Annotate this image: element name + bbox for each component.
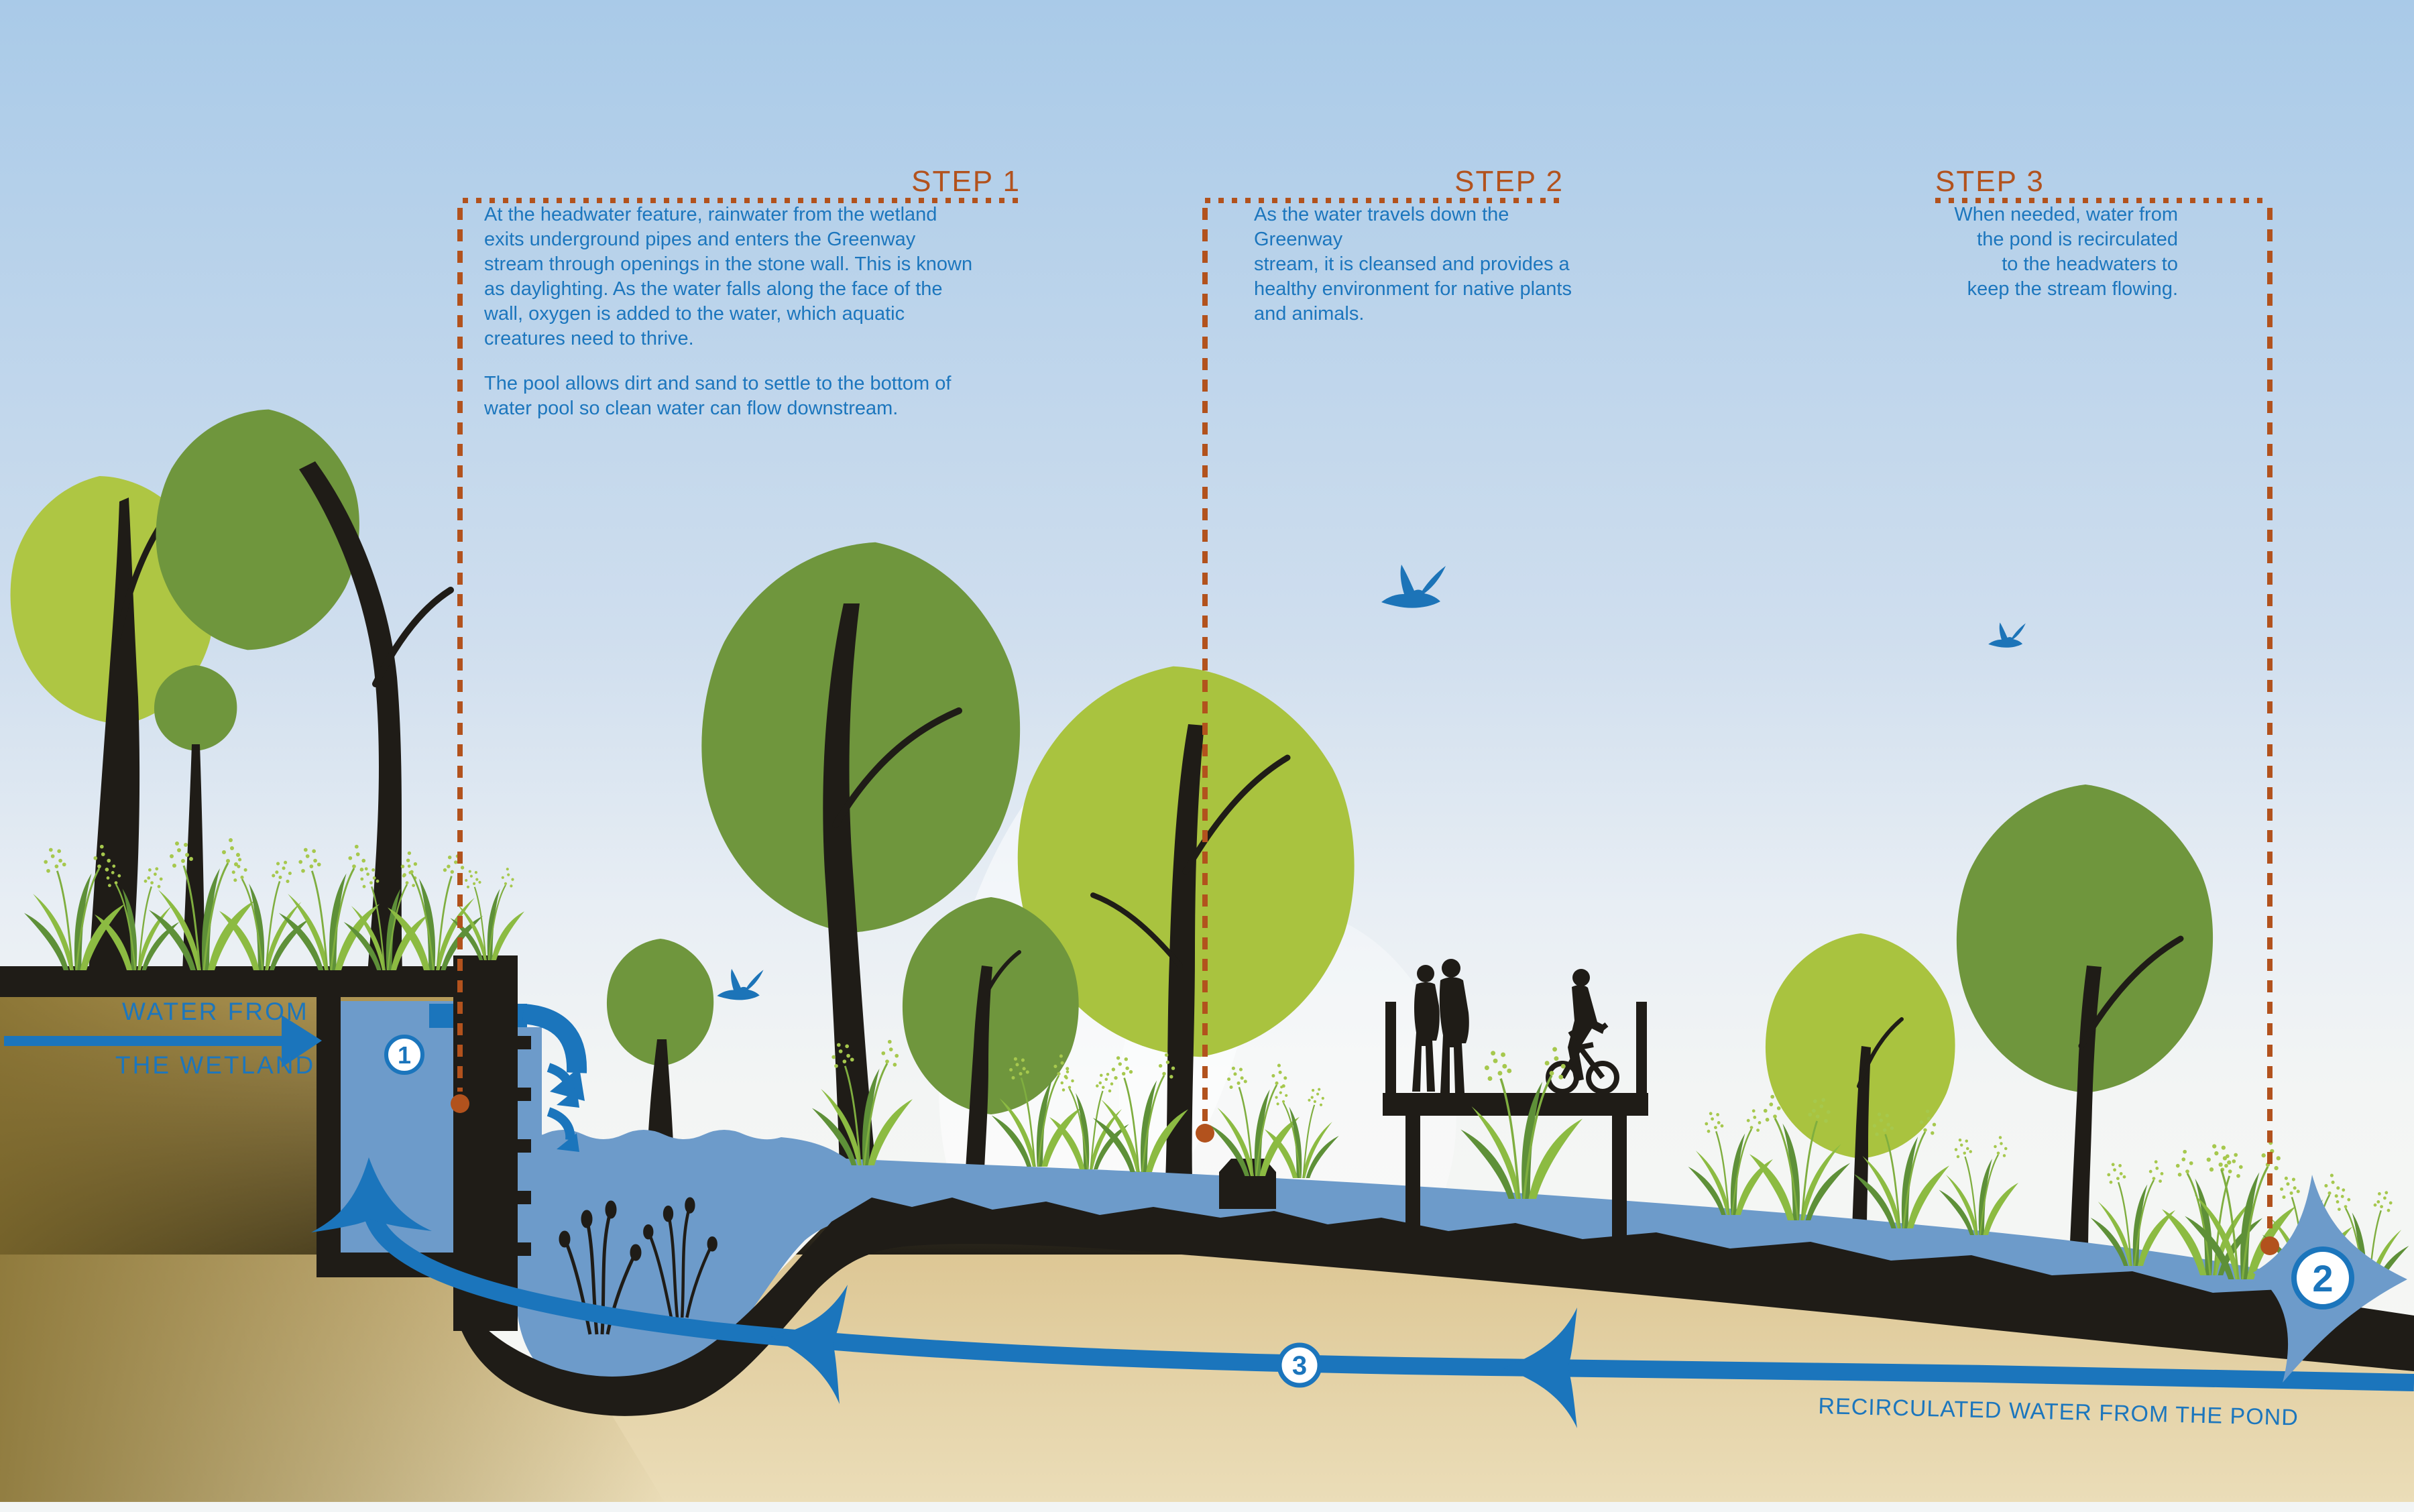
marker-2: 2 — [2291, 1246, 2354, 1310]
step3-title: STEP 3 — [1935, 165, 2045, 198]
stone-wall — [453, 955, 518, 1331]
pedestrians — [1412, 959, 1469, 1093]
pipe-arrowhead-left — [771, 1285, 848, 1404]
bridge-deck — [1383, 1093, 1648, 1116]
step3-endpoint-dot — [2260, 1236, 2279, 1255]
bridge-leg-right — [1612, 1116, 1627, 1247]
marker-3: 3 — [1277, 1342, 1322, 1388]
marker-1: 1 — [384, 1035, 424, 1075]
bridge — [1383, 1002, 1648, 1247]
bridge-leg-left — [1405, 1116, 1420, 1240]
tree-mid-light-large — [1004, 654, 1368, 1181]
pipe-arrowhead-up — [311, 1157, 432, 1232]
wetland-arrow — [4, 1015, 322, 1067]
svg-text:2: 2 — [2312, 1257, 2333, 1299]
step3-body: When needed, water from the pond is reci… — [1954, 204, 2178, 300]
tree-mid-small-olive — [902, 897, 1079, 1169]
tree-left-small — [154, 665, 237, 974]
step1-body2: The pool allows dirt and sand to settle … — [484, 373, 952, 419]
step2-title: STEP 2 — [1454, 165, 1564, 198]
step2-body: As the water travels down the Greenway s… — [1254, 204, 1572, 325]
tree-right-olive-large — [1956, 784, 2214, 1257]
wetland-label-line2: THE WETLAND — [115, 1051, 316, 1079]
tree-left-olive — [146, 400, 454, 974]
tree-mid-olive-large — [689, 531, 1033, 1167]
bridge-rail-right — [1636, 1002, 1647, 1096]
wetland-label-line1: WATER FROM — [122, 998, 309, 1025]
step2-endpoint-dot — [1196, 1124, 1214, 1143]
cyclist — [1546, 969, 1619, 1094]
stream-water — [516, 1130, 2310, 1399]
stream-bed — [456, 1198, 2414, 1416]
tree-pool-small — [606, 939, 714, 1143]
falling-water-arrows — [522, 1004, 587, 1152]
svg-text:3: 3 — [1292, 1351, 1307, 1381]
step-leader-lines — [451, 198, 2279, 1255]
bridge-rail-left — [1385, 1002, 1396, 1096]
svg-text:1: 1 — [398, 1041, 411, 1069]
step1-title: STEP 1 — [911, 165, 1021, 198]
wall-steps — [518, 1036, 531, 1256]
step1-body: At the headwater feature, rainwater from… — [484, 204, 973, 349]
bottom-border — [0, 1502, 2414, 1512]
pipe-arrowhead-mid — [1503, 1307, 1577, 1428]
ledge — [0, 966, 453, 997]
recirculation-pipe — [311, 1157, 2414, 1428]
step1-endpoint-dot — [451, 1094, 469, 1113]
